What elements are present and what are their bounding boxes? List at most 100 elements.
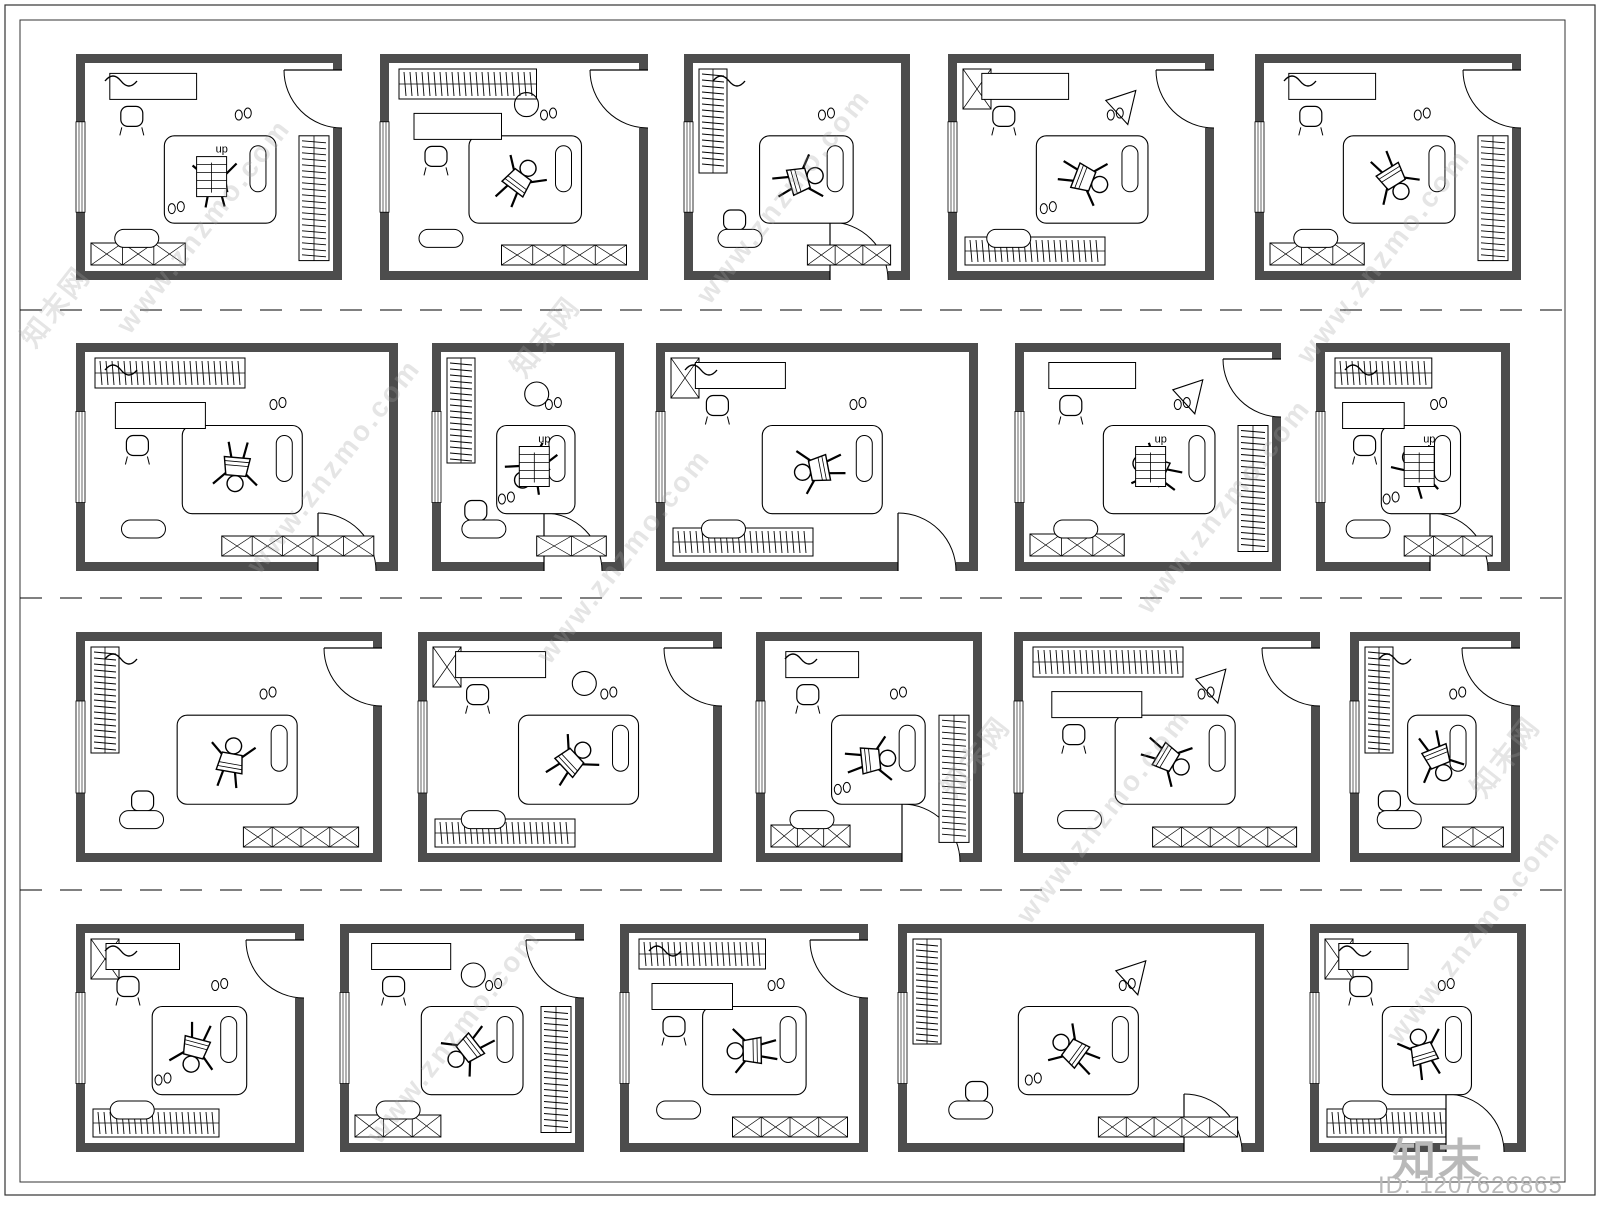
chair-icon [722, 209, 747, 231]
hanger [733, 941, 737, 967]
hanger [469, 71, 473, 97]
child-body [223, 455, 252, 478]
rug [109, 1100, 155, 1120]
hanger [449, 446, 473, 450]
hanger [1127, 649, 1131, 675]
hanger [1240, 448, 1266, 451]
hanger [451, 71, 455, 97]
hanger [1047, 239, 1051, 263]
hanger [93, 693, 117, 697]
hanger [749, 530, 753, 554]
hanger [543, 1017, 569, 1020]
window [683, 121, 694, 213]
hanger [93, 729, 117, 733]
hanger [301, 182, 327, 186]
hanger [1423, 360, 1427, 386]
hanger [543, 1095, 569, 1098]
hanger [1345, 360, 1349, 386]
hanger [93, 681, 117, 685]
slipper-icon [163, 1072, 172, 1084]
hanger [1133, 649, 1137, 675]
hanger [941, 749, 967, 753]
hanger [1480, 200, 1506, 204]
hanger [105, 360, 109, 386]
hanger [751, 941, 755, 967]
hanger [1375, 360, 1379, 386]
hanger [301, 158, 327, 162]
child-figure-icon [212, 441, 258, 493]
door-opening [333, 70, 344, 128]
hanger [969, 239, 973, 263]
hanger [301, 248, 327, 252]
slipper-icon [1413, 109, 1422, 121]
cabinet-cross [834, 244, 864, 266]
hanger [1367, 705, 1391, 709]
cabinet-cross [770, 824, 798, 848]
pillow-icon [1111, 1016, 1129, 1063]
rug [119, 810, 165, 830]
door-swing [809, 939, 869, 999]
child-body [1060, 1038, 1091, 1070]
hanger [301, 170, 327, 174]
hanger [915, 967, 939, 971]
hanger [1399, 360, 1403, 386]
tent-icon [1114, 959, 1147, 996]
window [75, 121, 86, 213]
door-swing [1462, 69, 1522, 129]
hanger [523, 71, 527, 97]
hanger [93, 669, 117, 673]
hanger [1480, 182, 1506, 186]
room-plan-r1-3 [683, 54, 910, 282]
hanger [457, 71, 461, 97]
hanger [1037, 649, 1041, 675]
hanger [1157, 649, 1161, 675]
plush-toy-icon [1344, 364, 1378, 376]
hanger [543, 1047, 569, 1050]
hanger [141, 360, 145, 386]
slipper-icon [540, 109, 548, 121]
hanger [529, 821, 533, 845]
hanger [1175, 649, 1179, 675]
hanger [1083, 239, 1087, 263]
slipper-icon [269, 399, 278, 410]
child-detail [184, 1039, 209, 1051]
cabinet-cross [1269, 242, 1302, 266]
pillow-icon [555, 145, 572, 193]
child-figure-icon [726, 1028, 778, 1074]
cabinet-cross [252, 535, 283, 557]
child-figure-icon [1396, 1028, 1441, 1081]
chair-leg [1298, 127, 1324, 136]
hanger [1041, 239, 1045, 263]
rug [789, 810, 835, 830]
slipper-icon [1439, 397, 1448, 408]
tent-icon [1171, 378, 1204, 415]
hanger [175, 1111, 179, 1135]
slipper-icon [485, 980, 494, 991]
hanger [177, 360, 181, 386]
hanger [301, 140, 327, 144]
hanger [147, 360, 151, 386]
hanger [439, 71, 443, 97]
hanger [695, 530, 699, 554]
hanger [915, 1039, 939, 1043]
hanger [1480, 152, 1506, 156]
hanger [93, 735, 117, 739]
door-opening [1272, 359, 1283, 417]
window [379, 121, 390, 213]
door-swing [525, 939, 585, 999]
hanger [1480, 218, 1506, 222]
hanger [543, 1053, 569, 1056]
hanger [543, 1041, 569, 1044]
cabinet-cross [818, 1116, 848, 1138]
child-body [455, 1031, 486, 1064]
pillow-icon [1428, 145, 1446, 193]
hanger [709, 941, 713, 967]
door-swing [1461, 647, 1521, 707]
slipper-icon [1437, 980, 1446, 991]
hanger [1109, 649, 1113, 675]
hanger [1240, 454, 1266, 457]
hanger [727, 941, 731, 967]
rug [717, 228, 763, 248]
hanger [201, 360, 205, 386]
